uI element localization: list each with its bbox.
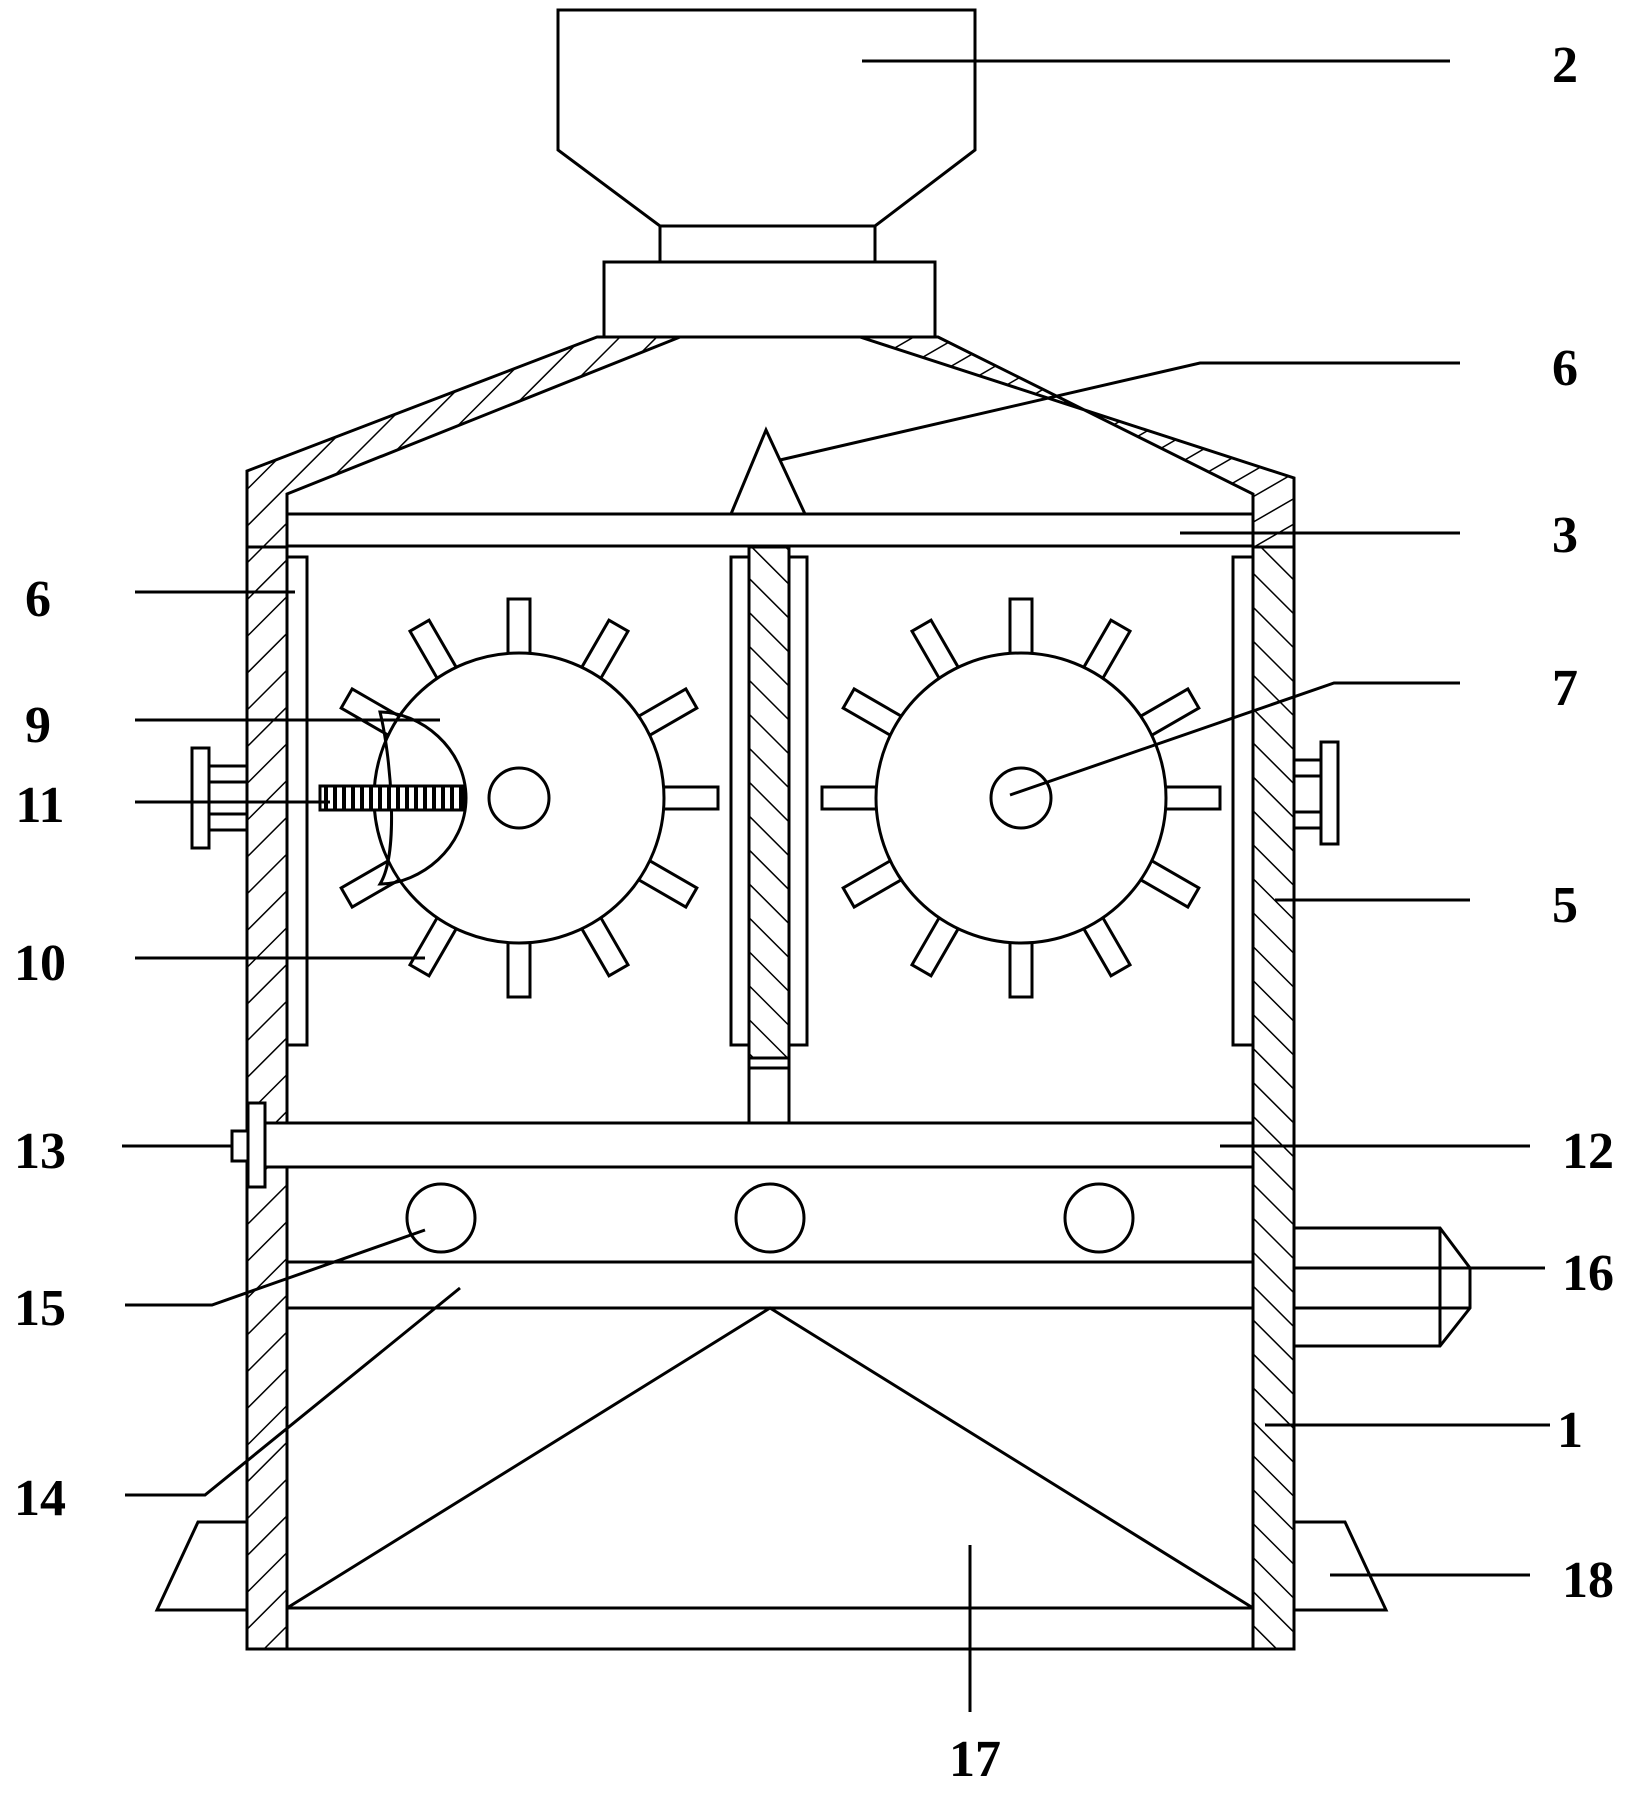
label-1: 1 (1557, 1402, 1583, 1459)
adjust-knob-right (1294, 742, 1338, 844)
label-16: 16 (1562, 1245, 1614, 1302)
screen-plate (265, 1123, 1253, 1167)
label-3: 3 (1552, 507, 1578, 564)
label-4: 6 (1552, 340, 1578, 397)
roller-tooth (508, 599, 530, 659)
foot-right (1294, 1522, 1386, 1610)
conveying-rollers (407, 1184, 1133, 1252)
label-7: 7 (1552, 660, 1578, 717)
label-5: 5 (1552, 877, 1578, 934)
rack-spring (320, 786, 464, 810)
label-10: 10 (14, 935, 66, 992)
roller-tooth (1010, 599, 1032, 659)
top-plate (287, 514, 1253, 546)
adjust-knob-left (192, 748, 247, 848)
foot-left (157, 1522, 247, 1610)
roller-tooth (1160, 787, 1220, 809)
leader-lines (122, 61, 1550, 1712)
side-plate-right (1233, 557, 1253, 1045)
label-12: 12 (1562, 1123, 1614, 1180)
motor (1294, 1228, 1470, 1346)
housing-wall-right (1253, 547, 1294, 1649)
label-14: 14 (14, 1470, 66, 1527)
collecting-cone (287, 1308, 1253, 1608)
crushing-roller-right (822, 599, 1220, 997)
filter-plate (287, 1262, 1253, 1308)
cone-tip (731, 430, 805, 514)
roller-tooth (1010, 937, 1032, 997)
label-13: 13 (14, 1123, 66, 1180)
label-17: 17 (949, 1731, 1001, 1788)
hopper (558, 10, 975, 337)
housing-wall-left (247, 547, 287, 1649)
label-9: 9 (25, 697, 51, 754)
label-18: 18 (1562, 1552, 1614, 1609)
screen-bolt (232, 1103, 265, 1187)
center-divider (731, 547, 807, 1123)
housing-bottom (247, 1608, 1294, 1649)
roller-tooth (822, 787, 882, 809)
roller-tooth (508, 937, 530, 997)
label-6: 6 (25, 571, 51, 628)
roller-tooth (658, 787, 718, 809)
label-2: 2 (1552, 37, 1578, 94)
label-15: 15 (14, 1280, 66, 1337)
label-11: 11 (15, 777, 64, 834)
